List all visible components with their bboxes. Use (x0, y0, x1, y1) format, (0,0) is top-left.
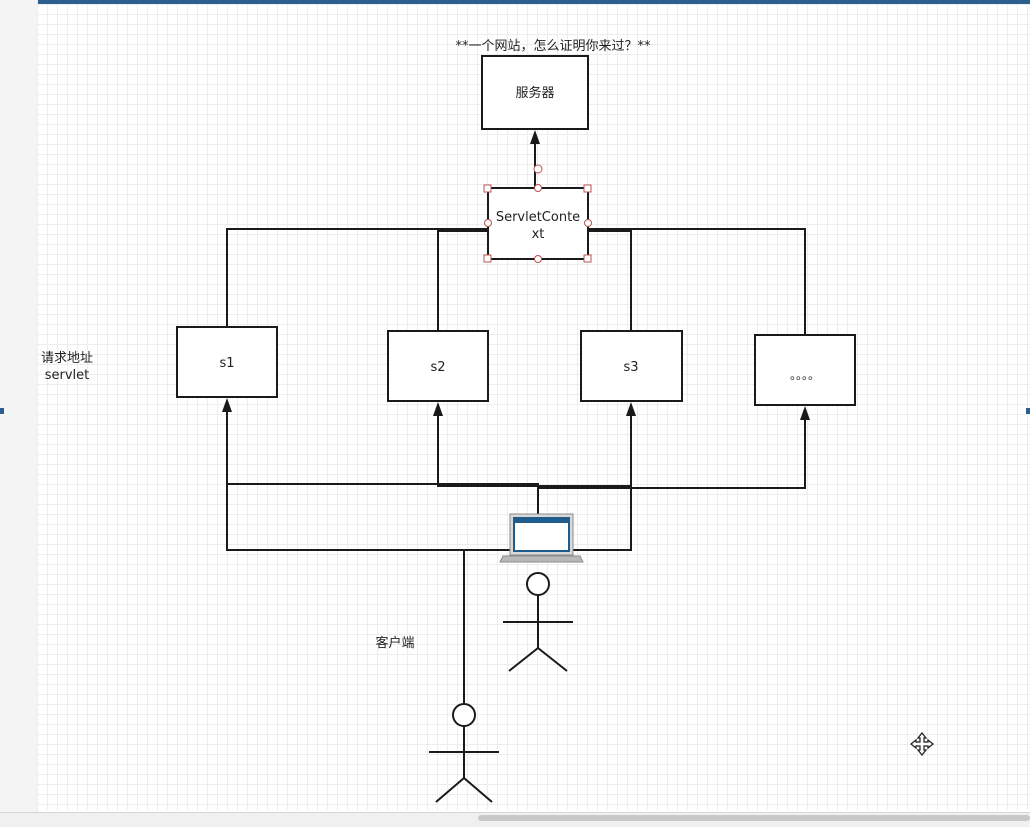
arrowhead-s1 (222, 398, 232, 412)
s3-label: s3 (623, 360, 638, 375)
servlet-context-node[interactable]: ServletConte xt (487, 187, 589, 260)
servlet-context-label-line2: xt (532, 227, 545, 242)
left-edge-marker (0, 408, 4, 414)
s1-node[interactable]: s1 (176, 326, 278, 398)
resize-handle-nw[interactable] (483, 184, 492, 193)
resize-handle-n[interactable] (534, 184, 542, 192)
s1-label: s1 (219, 356, 234, 371)
server-node[interactable]: 服务器 (481, 55, 589, 130)
selection-handles[interactable] (483, 164, 592, 263)
request-label-line1: 请求地址 (41, 351, 93, 366)
resize-handle-w[interactable] (484, 219, 492, 227)
client-label: 客户端 (375, 635, 414, 651)
connector-client-more[interactable] (538, 418, 806, 489)
grid-canvas[interactable] (37, 4, 1030, 810)
laptop-icon[interactable] (499, 513, 584, 563)
arrowhead-s2 (433, 402, 443, 416)
connectors (226, 142, 806, 703)
resize-handle-e[interactable] (584, 219, 592, 227)
request-label-line2: servlet (45, 368, 90, 383)
arrowhead-server (530, 130, 540, 144)
connector-s2-context[interactable] (437, 230, 488, 331)
arrowheads (222, 130, 810, 420)
s2-label: s2 (430, 360, 445, 375)
server-label: 服务器 (515, 85, 554, 101)
move-cursor-icon (910, 732, 934, 756)
servlet-context-label-line1: ServletConte (496, 210, 580, 225)
connector-client2-loop[interactable] (226, 484, 632, 551)
person-icon[interactable] (503, 572, 573, 672)
person-icon[interactable] (429, 703, 499, 803)
s2-node[interactable]: s2 (387, 330, 489, 402)
connector-s1-context[interactable] (226, 228, 488, 327)
arrowhead-more (800, 406, 810, 420)
resize-handle-se[interactable] (583, 254, 592, 263)
window-top-border (0, 0, 1030, 4)
diagram-title: **一个网站，怎么证明你来过？** (455, 39, 651, 54)
arrowhead-s3 (626, 402, 636, 416)
connector-s3-context[interactable] (588, 230, 632, 331)
resize-handle-sw[interactable] (483, 254, 492, 263)
connector-client-s2[interactable] (437, 413, 631, 487)
s3-node[interactable]: s3 (580, 330, 683, 402)
more-label: 。。。。 (790, 368, 820, 382)
right-edge-marker (1026, 408, 1030, 414)
rotate-handle[interactable] (533, 164, 543, 174)
connector-more-context[interactable] (588, 228, 806, 335)
resize-handle-s[interactable] (534, 255, 542, 263)
left-ruler (0, 0, 38, 812)
more-node[interactable]: 。。。。 (754, 334, 856, 406)
connector-client-s1[interactable] (226, 410, 539, 515)
resize-handle-ne[interactable] (583, 184, 592, 193)
scrollbar-thumb[interactable] (478, 815, 1030, 821)
